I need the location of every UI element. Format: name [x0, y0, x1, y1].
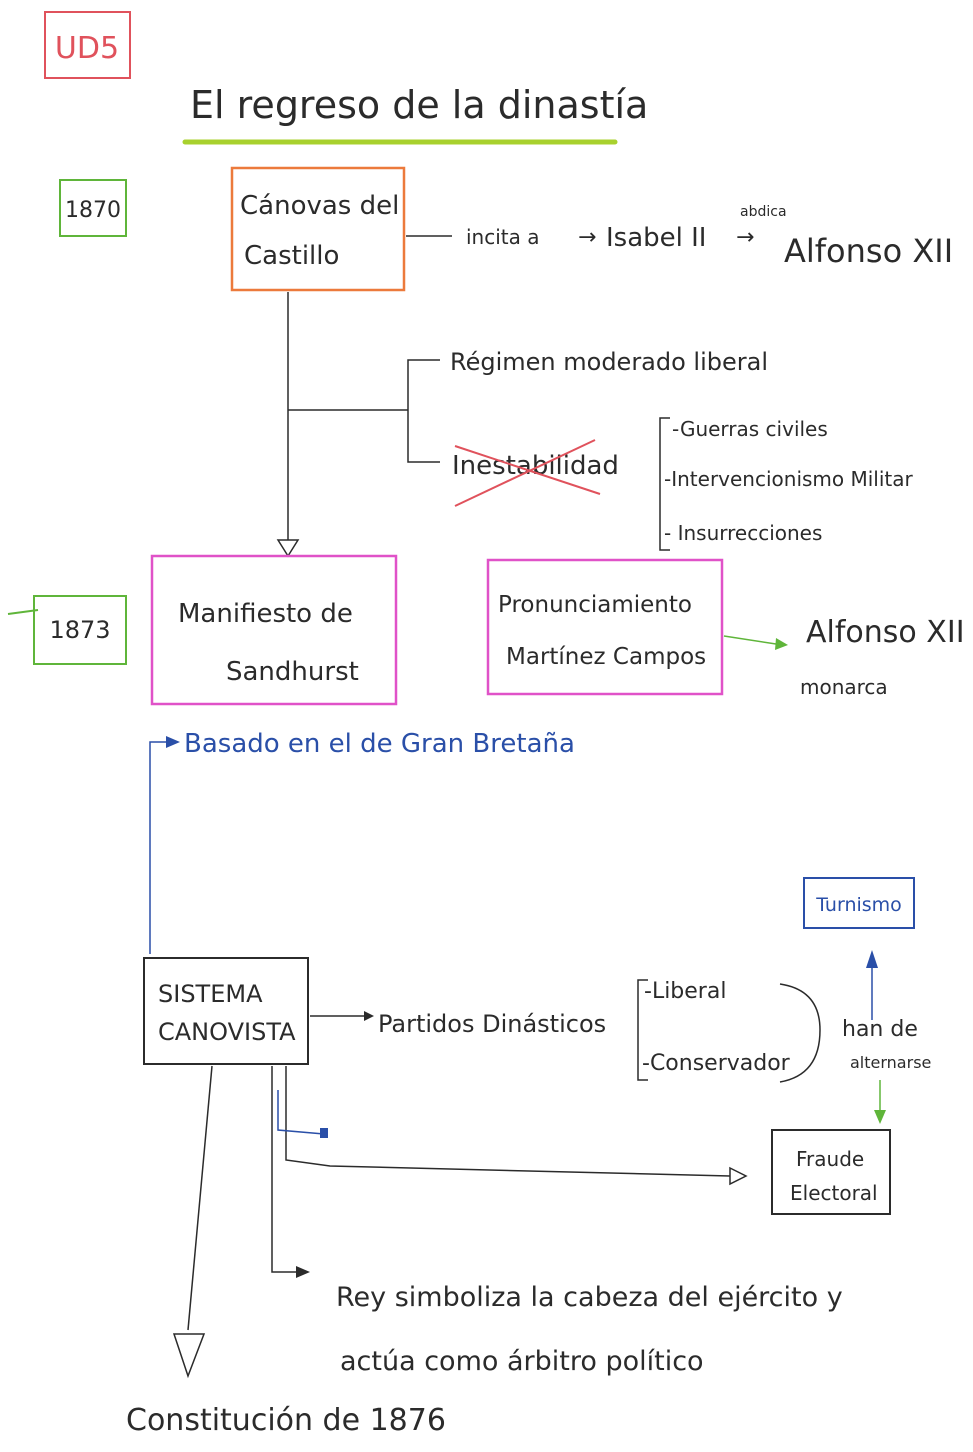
connector-sistema-fraude	[285, 1066, 731, 1177]
connector-sistema-rey	[271, 1066, 298, 1273]
canovas-line2: Castillo	[244, 241, 339, 271]
arrowhead-rey	[296, 1266, 310, 1278]
inestabilidad-label: Inestabilidad	[452, 451, 619, 481]
arrowhead-alfonso	[775, 638, 788, 650]
pronunciamiento-line1: Pronunciamiento	[498, 592, 692, 618]
han-de-label: han de	[842, 1017, 918, 1042]
canovas-line1: Cánovas del	[240, 191, 399, 221]
connector-sistema-basado	[149, 741, 168, 954]
manifiesto-line1: Manifiesto de	[178, 599, 353, 629]
unit-label: UD5	[55, 31, 119, 66]
arrowhead-turnismo	[866, 950, 878, 968]
year-1870: 1870	[65, 198, 121, 223]
year-1873-box	[33, 595, 127, 665]
arrow-to-isabel: →	[578, 225, 596, 250]
connector-pronunciamiento-alfonso	[723, 635, 777, 645]
connector-sistema-constitucion	[187, 1065, 213, 1331]
alfonso-top-label: Alfonso XII	[784, 232, 953, 270]
unit-box	[44, 11, 131, 79]
parties-brace	[637, 979, 648, 1081]
turnismo-label: Turnismo	[815, 894, 902, 916]
fraude-box	[771, 1129, 891, 1215]
year-1870-box	[59, 179, 127, 237]
fraude-line2: Electoral	[790, 1181, 878, 1205]
arrowhead-manifiesto	[276, 539, 300, 558]
basado-label: Basado en el de Gran Bretaña	[184, 729, 575, 759]
branch-brace	[407, 359, 440, 463]
arrowhead-partidos	[364, 1011, 374, 1021]
causes-brace	[659, 417, 670, 551]
arrowhead-fraude	[729, 1166, 748, 1186]
cross-out-2	[454, 439, 596, 507]
year-1873: 1873	[49, 616, 110, 644]
isabel-label: Isabel II	[606, 223, 706, 253]
sistema-line1: SISTEMA	[158, 980, 263, 1008]
blue-mark	[320, 1128, 328, 1138]
connector-blue-mark	[277, 1090, 325, 1135]
cross-out-1	[454, 445, 601, 495]
arrow-to-alfonso: →	[736, 225, 754, 250]
sistema-box	[143, 957, 309, 1065]
arrowhead-basado	[166, 736, 180, 748]
incita-label: incita a	[466, 225, 540, 249]
sistema-line2: CANOVISTA	[158, 1018, 296, 1046]
manifiesto-line2: Sandhurst	[226, 657, 359, 687]
turnismo-box	[803, 877, 915, 929]
partidos-label: Partidos Dinásticos	[378, 1010, 606, 1038]
page-title: El regreso de la dinastía	[190, 83, 648, 127]
party-liberal: -Liberal	[644, 979, 726, 1004]
canovas-box	[230, 166, 406, 292]
parties-closing-brace	[779, 983, 821, 1083]
cause-insurrecciones: - Insurrecciones	[664, 521, 822, 545]
rey-line1: Rey simboliza la cabeza del ejército y	[336, 1282, 843, 1313]
arrowhead-constitucion	[172, 1333, 206, 1379]
pronunciamiento-box	[486, 558, 724, 696]
alfonso-right-line1: Alfonso XII	[806, 615, 965, 650]
pronunciamiento-line2: Martínez Campos	[506, 644, 706, 670]
cause-guerras: -Guerras civiles	[672, 417, 828, 441]
rey-line2: actúa como árbitro político	[340, 1346, 704, 1377]
alfonso-right-line2: monarca	[800, 675, 888, 699]
regimen-label: Régimen moderado liberal	[450, 348, 768, 376]
manifiesto-box	[150, 554, 398, 706]
constitucion-label: Constitución de 1876	[126, 1403, 446, 1438]
abdica-label: abdica	[740, 204, 787, 220]
alternarse-label: alternarse	[850, 1053, 931, 1072]
fraude-line1: Fraude	[796, 1147, 864, 1171]
arrowhead-fraude-green	[874, 1110, 886, 1124]
party-conservador: -Conservador	[642, 1051, 791, 1076]
cause-intervencionismo: -Intervencionismo Militar	[664, 467, 914, 491]
